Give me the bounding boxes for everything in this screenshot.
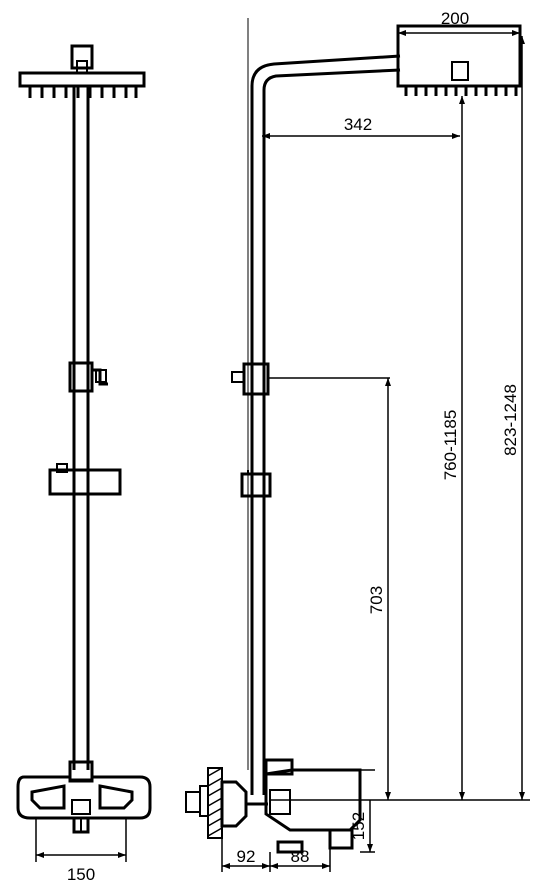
side-mixer-valve	[264, 758, 362, 854]
wall-mount	[185, 767, 268, 839]
arm-length-label: 342	[344, 115, 372, 134]
front-riser-pipe	[72, 86, 90, 770]
dimension-150: 150	[35, 818, 127, 884]
spout-depth-label: 88	[291, 847, 310, 866]
dimension-342: 342	[262, 115, 460, 139]
side-riser-pipe	[250, 54, 401, 795]
holder-height-label: 703	[367, 586, 386, 614]
front-shower-head	[18, 44, 146, 98]
wall-offset-label: 92	[237, 847, 256, 866]
total-height-label: 823-1248	[501, 384, 520, 456]
dimension-152: 152	[349, 769, 375, 853]
valve-width-label: 150	[67, 865, 95, 884]
dimension-823-1248: 823-1248	[501, 36, 525, 800]
dimension-760-1185: 760-1185	[441, 96, 465, 800]
front-upper-bracket	[68, 361, 108, 393]
dimension-703: 703	[367, 378, 391, 800]
front-handshower-holder	[48, 463, 122, 496]
side-handshower-holder	[240, 470, 272, 498]
head-width-label: 200	[441, 9, 469, 28]
dimension-200: 200	[397, 9, 521, 40]
side-view: 200 342 703	[185, 9, 530, 872]
dimension-92-88: 92 88	[221, 838, 331, 872]
front-mixer-valve	[16, 760, 152, 834]
side-shower-head	[396, 24, 522, 96]
side-upper-bracket	[231, 362, 390, 396]
front-view: 150	[16, 44, 152, 884]
head-height-label: 760-1185	[441, 410, 460, 481]
valve-height-label: 152	[349, 812, 368, 840]
